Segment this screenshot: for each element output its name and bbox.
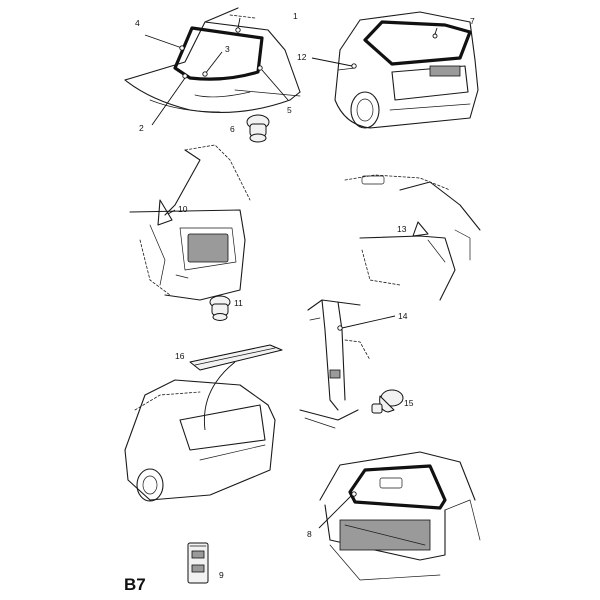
callout-15: 15	[404, 398, 414, 408]
callout-13: 13	[397, 224, 407, 234]
callout-7: 7	[470, 16, 475, 26]
callout-6: 6	[230, 124, 235, 134]
clip-part-15	[371, 389, 404, 414]
windshield-seal	[173, 26, 264, 81]
callout-14: 14	[398, 311, 408, 321]
clip-part-9	[187, 542, 209, 584]
clip-part-6	[246, 114, 270, 143]
triangle-seal-13	[412, 221, 429, 237]
callout-11: 11	[234, 298, 243, 308]
rear-window-seal	[363, 20, 472, 66]
rear-door-view-10	[129, 144, 251, 321]
sedan-spoiler-view	[124, 344, 283, 502]
callout-9: 9	[219, 570, 224, 580]
callout-10: 10	[178, 204, 188, 214]
callout-8: 8	[307, 529, 312, 539]
callout-4: 4	[135, 18, 140, 28]
figure-code: B7	[124, 575, 146, 594]
b-pillar-view	[299, 299, 404, 429]
rear-door-view-13	[344, 174, 481, 301]
spoiler-strip-16	[189, 344, 283, 371]
callout-5: 5	[287, 105, 292, 115]
leader-lines	[144, 17, 438, 529]
tailgate-seal	[348, 464, 447, 510]
estate-rear-view	[319, 451, 481, 581]
clip-part-11	[209, 295, 231, 321]
windshield-view	[124, 7, 301, 143]
sedan-rear-view	[334, 11, 479, 129]
callout-12: 12	[297, 52, 307, 62]
callout-2: 2	[139, 123, 144, 133]
callout-3: 3	[225, 44, 230, 54]
callout-1: 1	[293, 11, 298, 21]
callout-16: 16	[175, 351, 185, 361]
triangle-seal-10	[157, 199, 173, 226]
callouts: 1 4 3 5 2 6 7 12 10 13 11 14 16 15 8 9 B…	[124, 11, 475, 594]
